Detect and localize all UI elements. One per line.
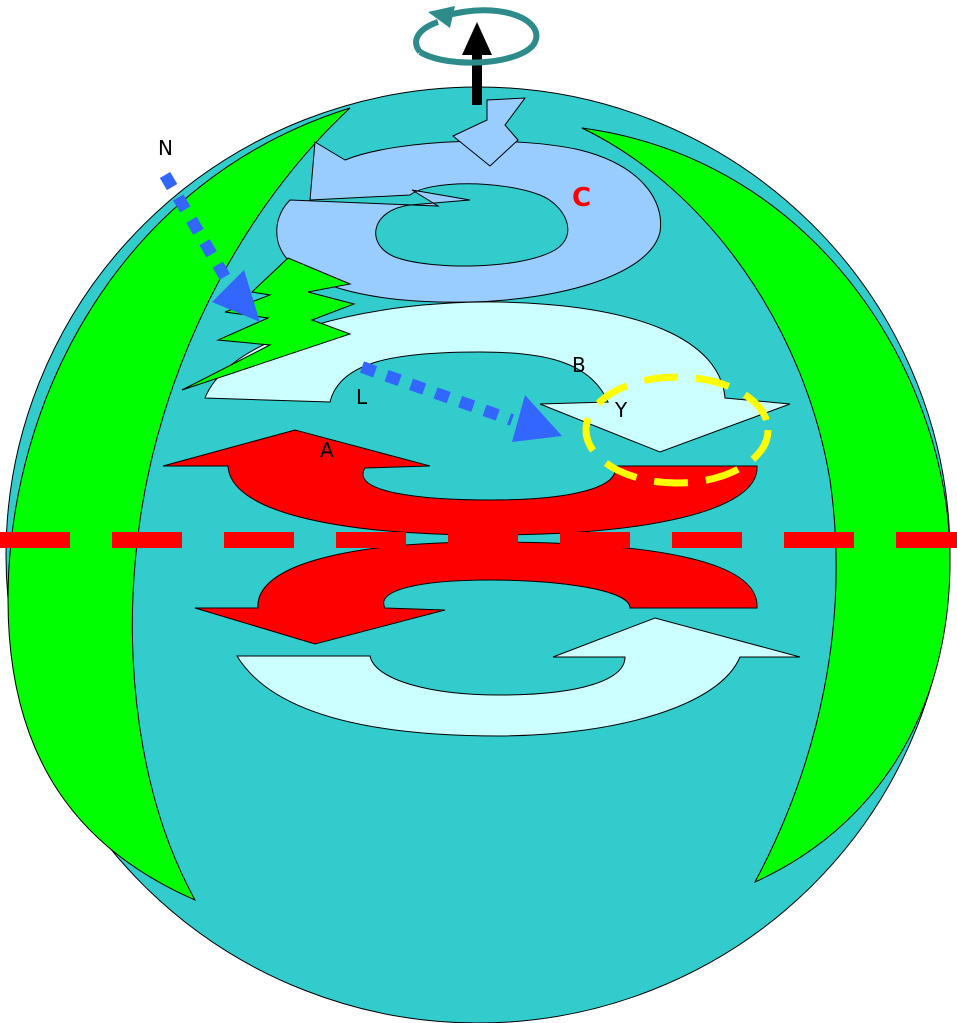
label-n: N [158,136,173,160]
label-b: B [572,353,586,377]
label-l: L [356,385,368,409]
label-y: Y [614,398,628,422]
label-c: C [572,183,591,213]
label-a: A [320,438,334,462]
